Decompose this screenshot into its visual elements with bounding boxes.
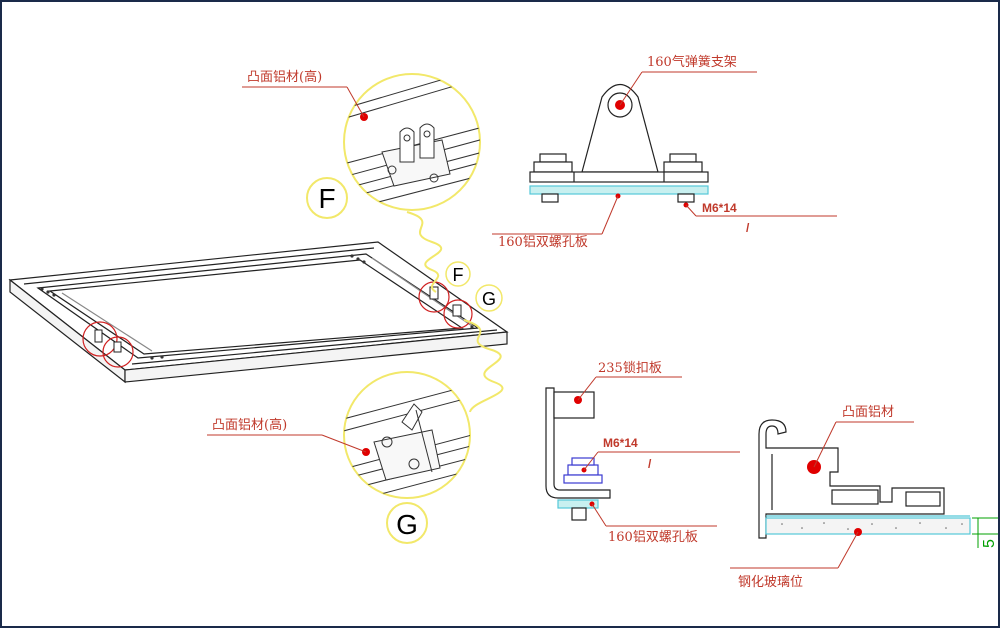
label-screw-top: M6*14 xyxy=(702,201,737,215)
detail-g-zoom xyxy=(343,371,471,499)
detail-f-badge xyxy=(306,177,348,219)
gas-spring-bracket-drawing xyxy=(529,83,709,203)
label-screw-mid-mark: / xyxy=(648,457,652,471)
leader-screw-top xyxy=(685,204,697,217)
lock-plate-drawing xyxy=(545,387,611,521)
label-screw-mid: M6*14 xyxy=(603,436,638,450)
label-screw-top-mark: / xyxy=(746,221,750,235)
leader-lock-plate xyxy=(577,376,597,401)
glass-texture xyxy=(781,522,963,530)
detail-f-zoom xyxy=(343,73,481,211)
label-gas-spring-bracket: 160气弹簧支架 xyxy=(647,54,737,70)
label-lock-plate: 235锁扣板 xyxy=(598,360,662,376)
frame-rail-dots xyxy=(40,254,474,360)
label-double-screw-plate-mid: 160铝双螺孔板 xyxy=(608,530,698,545)
label-convex-aluminum: 凸面铝材 xyxy=(842,405,894,420)
label-glass-position: 钢化玻璃位 xyxy=(738,575,803,590)
detail-g-big-label: G xyxy=(396,509,418,540)
leader-glass-position xyxy=(837,531,859,569)
leader-convex-aluminum xyxy=(813,421,837,468)
detail-g-badge xyxy=(386,502,428,544)
detail-f-big-label: F xyxy=(318,183,335,214)
frame-brackets xyxy=(94,286,462,353)
detail-f-small-badge xyxy=(445,261,471,287)
frame-zoom-marks xyxy=(82,281,473,368)
spring-line-g xyxy=(463,319,504,413)
label-double-screw-plate-top: 160铝双螺孔板 xyxy=(498,235,588,250)
label-aluminum-high-bottom: 凸面铝材(高) xyxy=(212,417,287,433)
detail-f-small-label: F xyxy=(453,265,464,285)
detail-g-small-badge xyxy=(475,284,503,312)
spring-line-f xyxy=(406,211,442,293)
leader-screw-mid xyxy=(583,451,599,471)
leader-double-screw-plate-top xyxy=(601,195,619,235)
leader-gas-spring-bracket xyxy=(619,71,643,106)
label-aluminum-high-top: 凸面铝材(高) xyxy=(247,69,322,85)
detail-g-small-label: G xyxy=(482,289,496,309)
dimension-value: 5 xyxy=(981,539,998,548)
leader-double-screw-plate-mid xyxy=(591,503,607,527)
convex-aluminum-profile xyxy=(758,419,971,539)
